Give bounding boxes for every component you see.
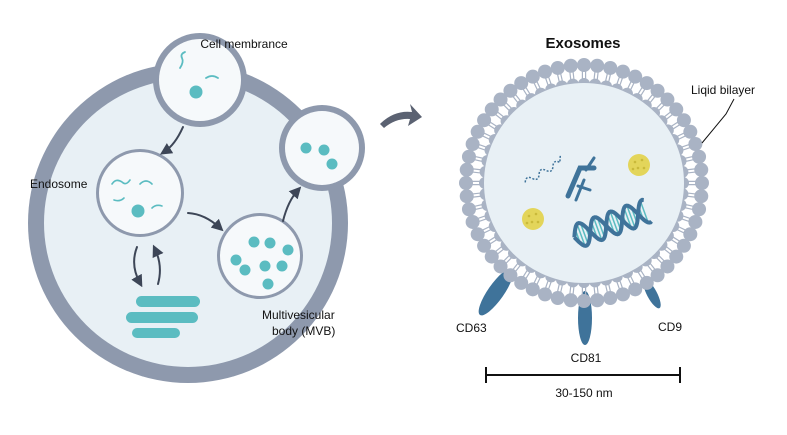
lipid-head-outer xyxy=(470,124,485,139)
protein-particles xyxy=(522,154,650,230)
lipid-head-outer xyxy=(465,214,480,229)
size-scale-bar xyxy=(485,367,681,383)
lipid-head-outer xyxy=(563,58,578,73)
golgi-apparatus xyxy=(126,296,200,338)
arrow-to-exocytosis xyxy=(282,186,302,222)
arrow-down-to-golgi xyxy=(131,246,143,288)
label-cd81: CD81 xyxy=(571,351,602,365)
lipid-head-outer xyxy=(525,282,540,297)
dna-base-pair xyxy=(639,200,649,223)
lipid-head-outer xyxy=(615,287,630,302)
lipid-head-outer xyxy=(603,291,618,306)
label-cd63: CD63 xyxy=(456,321,487,335)
lipid-head-outer xyxy=(660,92,675,107)
pathway-arrows xyxy=(131,126,302,288)
transition-arrow xyxy=(380,104,422,128)
dna-base-pair xyxy=(576,223,586,247)
endosome xyxy=(96,149,184,237)
lipid-head-outer xyxy=(688,137,703,152)
label-mvb-line2: body (MVB) xyxy=(272,324,335,338)
lipid-head-outer xyxy=(676,113,691,128)
rna-structure xyxy=(565,156,597,202)
lipid-head-outer xyxy=(683,124,698,139)
lipid-head-outer xyxy=(459,189,474,204)
dna-base-pair xyxy=(626,205,636,229)
lipid-head-outer xyxy=(461,149,476,164)
lipid-head-outer xyxy=(590,58,605,73)
lipid-head-outer xyxy=(538,64,553,79)
lipid-head-outer xyxy=(577,58,591,72)
lipid-head-outer xyxy=(459,176,473,190)
lipid-head-outer xyxy=(692,149,707,164)
arrow-to-endosome xyxy=(159,126,184,155)
label-exosomes-title: Exosomes xyxy=(545,35,620,52)
lipid-head-outer xyxy=(692,202,707,217)
cargo-particle xyxy=(189,85,203,99)
lipid-head-outer xyxy=(514,76,529,91)
label-cd9: CD9 xyxy=(658,320,682,334)
lipid-head-outer xyxy=(470,227,485,242)
lipid-head-outer xyxy=(615,64,630,79)
arrow-to-mvb xyxy=(187,212,224,232)
lipid-head-outer xyxy=(550,291,565,306)
exosome xyxy=(459,58,709,345)
lipid-head-outer xyxy=(493,259,508,274)
lipid-head-outer xyxy=(577,294,591,308)
lipid-head-outer xyxy=(688,214,703,229)
dna-base-pair xyxy=(623,207,632,229)
lipid-head-outer xyxy=(676,238,691,253)
dna-base-pair xyxy=(579,223,589,245)
cd63-protein xyxy=(478,268,514,316)
lipid-head-outer xyxy=(503,83,518,98)
label-lipid-bilayer: Liqid bilayer xyxy=(691,83,755,97)
dna-base-pair xyxy=(592,217,603,241)
label-size-range: 30-150 nm xyxy=(555,386,612,400)
lipid-head-outer xyxy=(484,249,499,264)
label-cell-membrane: Cell membrance xyxy=(200,37,288,51)
lipid-head-outer xyxy=(695,176,709,190)
lipid-head-outer xyxy=(477,238,492,253)
lipid-head-outer xyxy=(669,102,684,117)
lipid-head-outer xyxy=(660,259,675,274)
lipid-head-outer xyxy=(590,293,605,308)
multivesicular-body xyxy=(217,213,303,299)
endocytic-vesicle xyxy=(153,33,247,127)
label-endosome: Endosome xyxy=(30,177,88,191)
lipid-head-outer xyxy=(694,189,709,204)
lipid-head-outer xyxy=(694,162,709,177)
lipid-head-outer xyxy=(639,76,654,91)
exocytic-vesicle xyxy=(279,105,365,191)
lipid-head-outer xyxy=(603,60,618,75)
lipid-head-outer xyxy=(669,249,684,264)
lipid-head-outer xyxy=(550,60,565,75)
lipid-head-outer xyxy=(650,83,665,98)
lipid-head-outer xyxy=(493,92,508,107)
lipid-head-outer xyxy=(650,268,665,283)
dna-base-pair xyxy=(609,211,620,235)
lipid-head-outer xyxy=(628,69,643,84)
lipid-bilayer-leader xyxy=(701,98,735,144)
lipid-head-outer xyxy=(459,162,474,177)
dna-helix xyxy=(572,197,653,248)
lipid-head-outer xyxy=(514,275,529,290)
lipid-head-outer xyxy=(628,282,643,297)
arrow-up-from-golgi xyxy=(152,244,164,285)
lipid-head-outer xyxy=(484,102,499,117)
lipid-head-outer xyxy=(683,227,698,242)
label-mvb-line1: Multivesicular xyxy=(262,308,335,322)
lipid-head-outer xyxy=(477,113,492,128)
lipid-head-outer xyxy=(563,293,578,308)
lipid-head-outer xyxy=(461,202,476,217)
lipid-head-outer xyxy=(525,69,540,84)
lipid-head-outer xyxy=(503,268,518,283)
lipid-head-outer xyxy=(465,137,480,152)
lipid-head-outer xyxy=(639,275,654,290)
lipid-head-outer xyxy=(538,287,553,302)
